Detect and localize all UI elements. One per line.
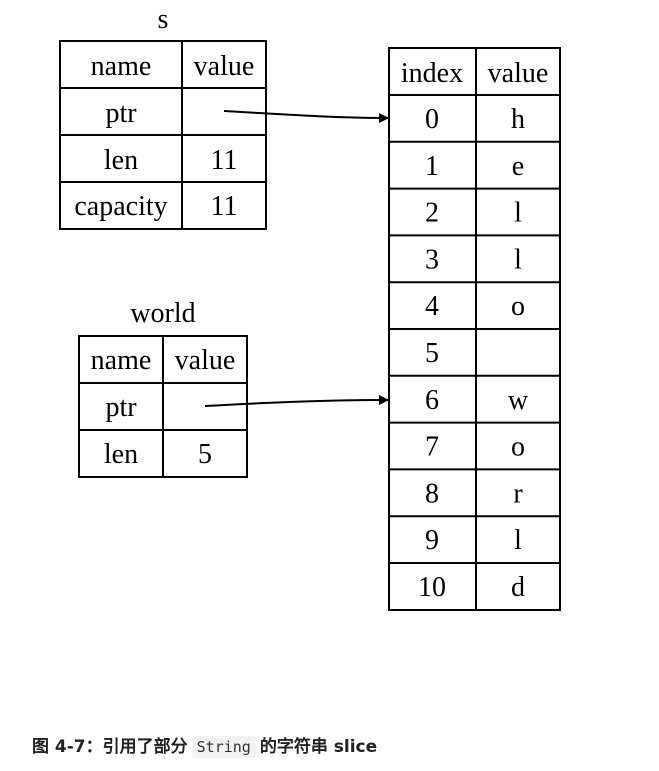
heap-value-cell: d <box>511 572 525 603</box>
heap-value-cell: e <box>512 151 524 182</box>
heap-value-cell: o <box>511 432 525 463</box>
heap-index-cell: 6 <box>425 385 439 416</box>
world-header-name: name <box>91 345 152 376</box>
heap-value-cell: w <box>508 385 529 416</box>
heap-value-cell: l <box>514 244 522 275</box>
heap-table: index value 0 h 1 e 2 l 3 l 4 o 5 6 w 7 o 8 r 9 l 10 d <box>388 47 561 611</box>
heap-index-cell: 5 <box>425 338 439 369</box>
heap-value-cell: h <box>511 104 525 135</box>
s-header-value: value <box>194 51 255 82</box>
s-len-value: 11 <box>211 145 238 176</box>
caption-prefix: 图 4-7：引用了部分 <box>32 737 188 757</box>
heap-header-value: value <box>488 58 549 89</box>
s-struct-title: s <box>158 4 169 35</box>
heap-value-cell: o <box>511 291 525 322</box>
world-struct: world name value ptr len 5 <box>78 298 248 478</box>
world-ptr-name: ptr <box>105 392 137 423</box>
heap-index-cell: 10 <box>418 572 446 603</box>
s-header-name: name <box>91 51 152 82</box>
world-len-value: 5 <box>198 439 212 470</box>
heap-index-cell: 1 <box>425 151 439 182</box>
s-ptr-arrow <box>223 110 390 123</box>
heap-index-cell: 3 <box>425 244 439 275</box>
heap-index-cell: 0 <box>425 104 439 135</box>
world-len-name: len <box>104 439 138 470</box>
heap-value-cell: l <box>514 525 522 556</box>
heap-header-index: index <box>401 58 463 89</box>
heap-index-cell: 8 <box>425 478 439 509</box>
s-struct: s name value ptr len 11 capacity 11 <box>59 4 267 230</box>
heap-value-cell: r <box>513 478 523 509</box>
heap-index-cell: 9 <box>425 525 439 556</box>
heap-rows: 0 h 1 e 2 l 3 l 4 o 5 6 w 7 o 8 r 9 l 10 d <box>389 94 560 603</box>
caption-code: String <box>191 736 256 758</box>
heap-index-cell: 2 <box>425 198 439 229</box>
heap-index-cell: 4 <box>425 291 439 322</box>
s-ptr-name: ptr <box>105 98 137 129</box>
s-capacity-name: capacity <box>74 191 167 222</box>
world-struct-title: world <box>130 298 195 329</box>
world-header-value: value <box>175 345 236 376</box>
heap-index-cell: 7 <box>425 432 439 463</box>
diagram-canvas: s name value ptr len 11 capacity 11 worl… <box>59 4 561 611</box>
s-len-name: len <box>104 145 138 176</box>
heap-value-cell: l <box>514 198 522 229</box>
caption-suffix: 的字符串 slice <box>259 737 378 757</box>
s-capacity-value: 11 <box>211 191 238 222</box>
world-ptr-arrow <box>204 395 390 407</box>
